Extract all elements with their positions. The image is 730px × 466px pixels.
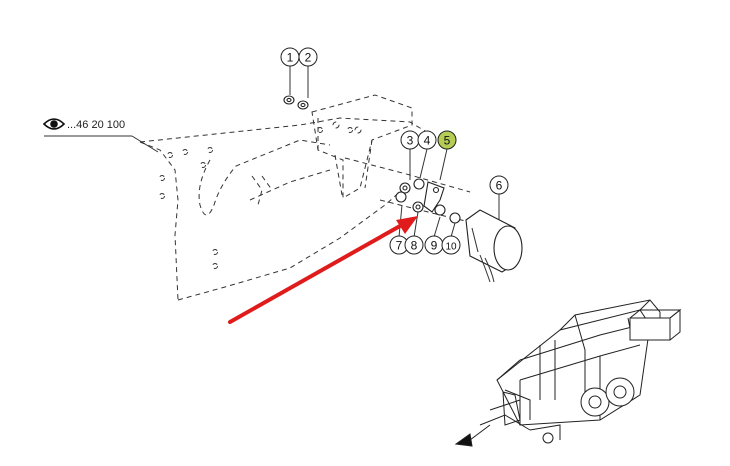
callout-label: 1 [287, 51, 294, 65]
callout-label: 10 [445, 242, 457, 253]
callout-label: 7 [396, 239, 403, 253]
eye-icon [42, 118, 66, 130]
callout-2: 2 [298, 47, 318, 67]
nut-part-4 [413, 178, 425, 190]
callout-9: 9 [424, 235, 444, 255]
callout-label: 5 [444, 134, 451, 148]
bracket-part-5 [423, 181, 445, 213]
frame-outline [139, 117, 441, 301]
nut-part-1 [283, 95, 295, 105]
callout-label: 2 [305, 51, 312, 65]
nut-part-10 [449, 212, 461, 224]
callout-4: 4 [417, 130, 437, 150]
bracket-plate [311, 94, 413, 199]
washer-part-9 [434, 204, 446, 216]
indicator-arrow [228, 216, 418, 324]
reference-note: ...46 20 100 [42, 118, 159, 153]
washer-part-8 [412, 201, 424, 213]
washer-part-2 [297, 100, 309, 110]
callout-10: 10 [441, 235, 461, 255]
callout-label: 3 [407, 134, 414, 148]
callout-label: 4 [424, 134, 431, 148]
washer-part-7 [395, 191, 407, 203]
baler-illustration [454, 299, 682, 447]
callout-6: 6 [489, 175, 509, 195]
callout-1: 1 [280, 47, 300, 67]
callout-label: 9 [431, 239, 438, 253]
callout-5: 5 [437, 130, 457, 150]
motor-part-6 [465, 209, 523, 283]
reference-text: ...46 20 100 [67, 119, 125, 131]
washer-part-3 [399, 182, 411, 194]
callout-label: 8 [411, 239, 418, 253]
callout-8: 8 [404, 235, 424, 255]
callout-label: 6 [496, 179, 503, 193]
callout-3: 3 [400, 130, 420, 150]
